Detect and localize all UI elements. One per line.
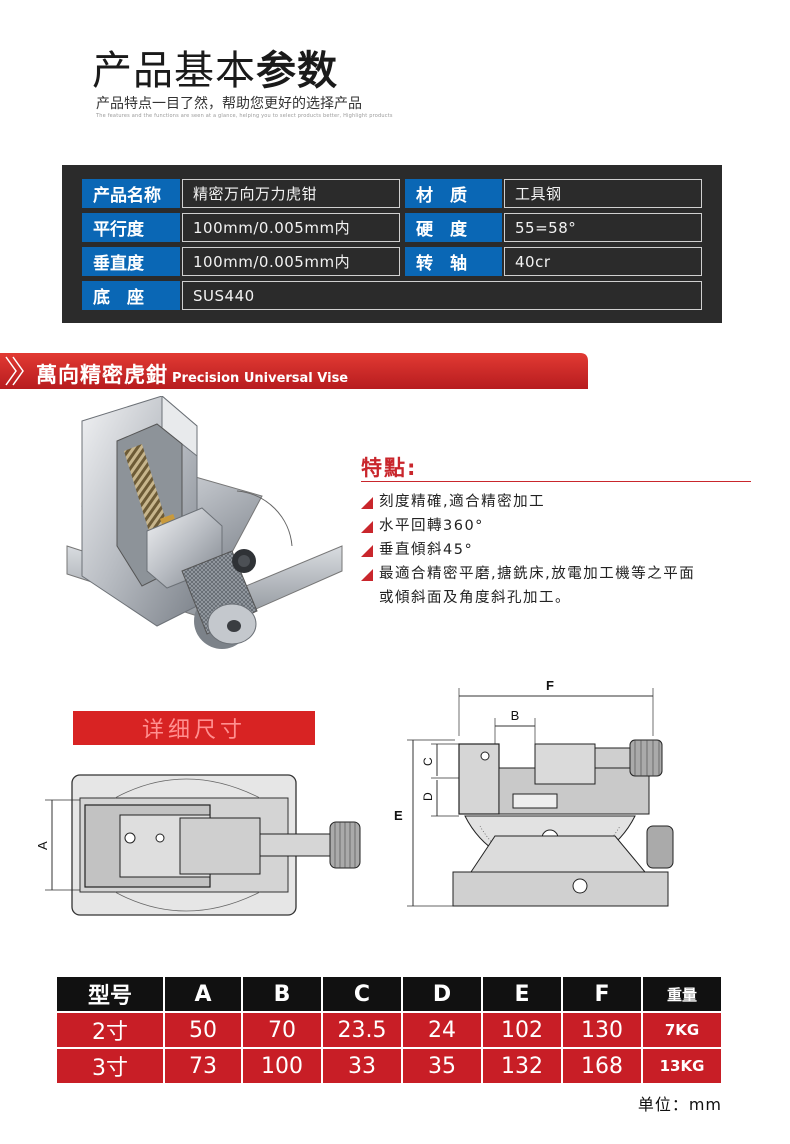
spec-table: 型号 A B C D E F 重量 2寸 50 70 23.5 24 102 1… bbox=[55, 975, 723, 1085]
spec-cell: 33 bbox=[323, 1049, 401, 1083]
banner-background bbox=[0, 353, 588, 389]
features-title: 特點: bbox=[361, 456, 418, 480]
param-label: 转 轴 bbox=[405, 247, 502, 276]
param-label: 底 座 bbox=[82, 281, 180, 310]
table-row: 2寸 50 70 23.5 24 102 130 7KG bbox=[57, 1013, 721, 1047]
spec-cell: 132 bbox=[483, 1049, 561, 1083]
page-title-bold: 参数 bbox=[256, 48, 338, 94]
spec-cell: 73 bbox=[165, 1049, 241, 1083]
feature-text: 最適合精密平磨,搪銑床,放電加工機等之平面 bbox=[379, 566, 696, 582]
spec-cell: 102 bbox=[483, 1013, 561, 1047]
feature-text: 刻度精確,適合精密加工 bbox=[379, 494, 546, 510]
param-value: 精密万向万力虎钳 bbox=[182, 179, 400, 208]
feature-text: 垂直傾斜45° bbox=[379, 542, 474, 558]
spec-header: 型号 bbox=[57, 977, 163, 1011]
side-view-drawing: F B E C D bbox=[394, 678, 674, 907]
param-label: 平行度 bbox=[82, 213, 180, 242]
spec-cell: 35 bbox=[403, 1049, 481, 1083]
product-photo bbox=[66, 396, 343, 649]
dimension-label-d: D bbox=[421, 792, 435, 801]
param-value: 55=58° bbox=[504, 213, 702, 242]
feature-item-continued: 或傾斜面及角度斜孔加工。 bbox=[361, 586, 761, 610]
spec-cell: 23.5 bbox=[323, 1013, 401, 1047]
spec-cell: 70 bbox=[243, 1013, 321, 1047]
spec-header: C bbox=[323, 977, 401, 1011]
spec-cell: 7KG bbox=[643, 1013, 721, 1047]
table-row: 3寸 73 100 33 35 132 168 13KG bbox=[57, 1049, 721, 1083]
features-divider bbox=[361, 481, 751, 482]
feature-text: 水平回轉360° bbox=[379, 518, 484, 534]
detail-size-label: 详细尺寸 bbox=[73, 711, 315, 745]
spec-header: A bbox=[165, 977, 241, 1011]
param-panel: 产品名称 精密万向万力虎钳 材 质 工具钢 平行度 100mm/0.005mm内… bbox=[62, 165, 722, 323]
param-label: 产品名称 bbox=[82, 179, 180, 208]
param-value: 100mm/0.005mm内 bbox=[182, 213, 400, 242]
page-title: 产品基本参数 bbox=[92, 38, 338, 96]
chevron-right-icon bbox=[5, 356, 17, 386]
section-banner: 萬向精密虎鉗 Precision Universal Vise bbox=[0, 353, 588, 389]
triangle-bullet-icon bbox=[361, 545, 373, 557]
spec-header: B bbox=[243, 977, 321, 1011]
features-list: 刻度精確,適合精密加工 水平回轉360° 垂直傾斜45° 最適合精密平磨,搪銑床… bbox=[361, 490, 761, 610]
spec-cell: 24 bbox=[403, 1013, 481, 1047]
page-title-light: 产品基本 bbox=[92, 48, 256, 94]
param-value: 工具钢 bbox=[504, 179, 702, 208]
feature-item: 刻度精確,適合精密加工 bbox=[361, 490, 761, 514]
param-value: 40cr bbox=[504, 247, 702, 276]
feature-item: 水平回轉360° bbox=[361, 514, 761, 538]
banner-title: 萬向精密虎鉗 Precision Universal Vise bbox=[36, 359, 348, 389]
page-subtitle: 产品特点一目了然，帮助您更好的选择产品 bbox=[96, 96, 362, 112]
param-value: 100mm/0.005mm内 bbox=[182, 247, 400, 276]
dimension-label-f: F bbox=[546, 678, 554, 693]
dimension-label-a: A bbox=[35, 841, 50, 850]
spec-cell: 50 bbox=[165, 1013, 241, 1047]
spec-cell: 3寸 bbox=[57, 1049, 163, 1083]
param-label: 垂直度 bbox=[82, 247, 180, 276]
top-view-drawing: A bbox=[35, 774, 361, 916]
spec-header: E bbox=[483, 977, 561, 1011]
spec-cell: 130 bbox=[563, 1013, 641, 1047]
banner-title-zh: 萬向精密虎鉗 bbox=[36, 363, 168, 387]
spec-cell: 100 bbox=[243, 1049, 321, 1083]
dimension-label-b: B bbox=[511, 708, 520, 723]
spec-header: F bbox=[563, 977, 641, 1011]
param-label: 材 质 bbox=[405, 179, 502, 208]
spec-cell: 168 bbox=[563, 1049, 641, 1083]
spec-header-row: 型号 A B C D E F 重量 bbox=[57, 977, 721, 1011]
triangle-bullet-icon bbox=[361, 521, 373, 533]
spec-cell: 2寸 bbox=[57, 1013, 163, 1047]
spec-header: D bbox=[403, 977, 481, 1011]
dimension-label-c: C bbox=[421, 757, 435, 766]
spec-header: 重量 bbox=[643, 977, 721, 1011]
page-subtitle-english: The features and the functions are seen … bbox=[96, 113, 393, 119]
spec-cell: 13KG bbox=[643, 1049, 721, 1083]
unit-label: 单位：mm bbox=[637, 1095, 722, 1114]
triangle-bullet-icon bbox=[361, 569, 373, 581]
param-label: 硬 度 bbox=[405, 213, 502, 242]
banner-title-en: Precision Universal Vise bbox=[172, 371, 349, 386]
feature-text: 或傾斜面及角度斜孔加工。 bbox=[379, 590, 571, 606]
feature-item: 最適合精密平磨,搪銑床,放電加工機等之平面 bbox=[361, 562, 761, 586]
dimension-label-e: E bbox=[394, 808, 403, 823]
param-value: SUS440 bbox=[182, 281, 702, 310]
triangle-bullet-icon bbox=[361, 497, 373, 509]
feature-item: 垂直傾斜45° bbox=[361, 538, 761, 562]
